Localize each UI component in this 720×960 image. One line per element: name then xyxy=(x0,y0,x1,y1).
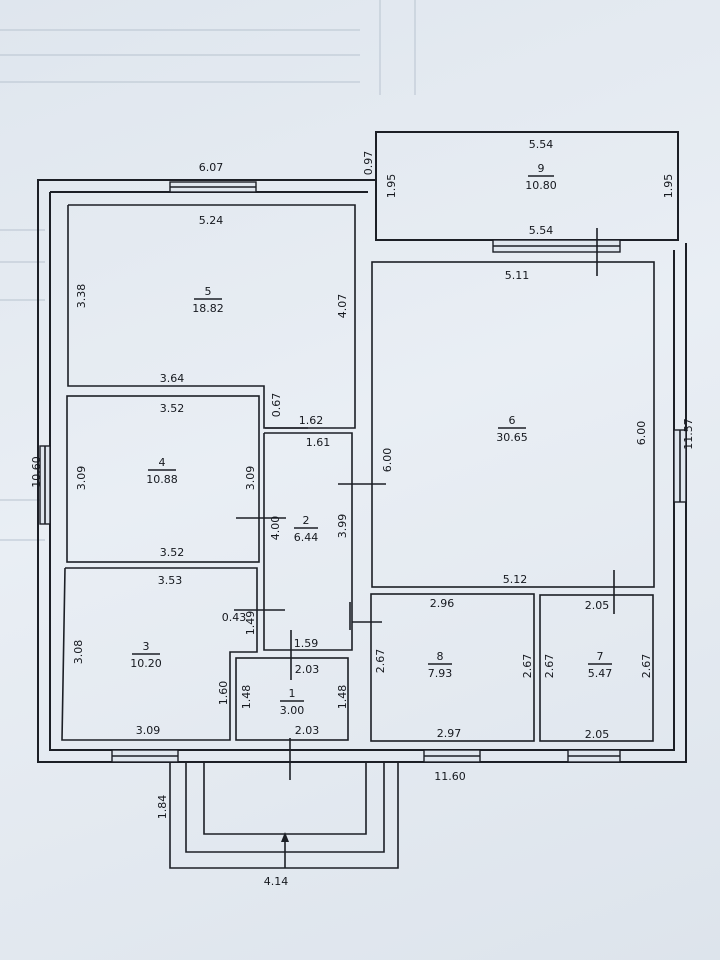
room-2-number: 2 xyxy=(303,514,310,527)
dim-outer-bottom: 11.60 xyxy=(434,770,466,783)
room-9-number: 9 xyxy=(538,162,545,175)
room-2-label: 2 6.44 xyxy=(294,514,319,544)
room-5-label: 5 18.82 xyxy=(192,285,224,315)
room-7-outline xyxy=(539,594,654,742)
dim-r8-bottom: 2.97 xyxy=(437,727,462,740)
room-8-outline xyxy=(370,593,535,742)
room-3-number: 3 xyxy=(143,640,150,653)
room-6-label: 6 30.65 xyxy=(496,414,528,444)
dim-r9-offset: 0.97 xyxy=(362,151,375,176)
dim-r1-top: 2.03 xyxy=(295,663,320,676)
dim-r4-left: 3.09 xyxy=(75,466,88,491)
windows xyxy=(39,181,687,763)
dim-r2-right: 3.99 xyxy=(336,514,349,539)
room-7-label: 7 5.47 xyxy=(588,650,613,680)
dim-r2-left: 4.00 xyxy=(269,516,282,541)
room-2-area: 6.44 xyxy=(294,531,319,544)
room-4-number: 4 xyxy=(159,456,166,469)
door-marks xyxy=(234,228,615,780)
dim-r3-notch: 0.43 xyxy=(222,611,247,624)
room-5-outline xyxy=(67,204,356,429)
dim-r1-bottom: 2.03 xyxy=(295,724,320,737)
dim-r6-right: 6.00 xyxy=(635,421,648,446)
dim-r8-top: 2.96 xyxy=(430,597,455,610)
dim-r9-bottom: 5.54 xyxy=(529,224,554,237)
room-8-number: 8 xyxy=(437,650,444,663)
dim-r8-right: 2.67 xyxy=(521,654,534,679)
dim-r4-right: 3.09 xyxy=(244,466,257,491)
dim-r2-top-outer: 1.62 xyxy=(299,414,324,427)
room-6-outline xyxy=(371,261,655,588)
dim-r7-left: 2.67 xyxy=(543,654,556,679)
dim-r2-top: 1.61 xyxy=(306,436,331,449)
room-5-number: 5 xyxy=(205,285,212,298)
room-2-outline xyxy=(263,432,353,651)
room-4-area: 10.88 xyxy=(146,473,178,486)
room-3-outline xyxy=(61,567,258,741)
room-6-number: 6 xyxy=(509,414,516,427)
dim-r7-right: 2.67 xyxy=(640,654,653,679)
dim-r9-top: 5.54 xyxy=(529,138,554,151)
room-1-number: 1 xyxy=(289,687,296,700)
dim-r5-left: 3.38 xyxy=(75,284,88,309)
room-7-area: 5.47 xyxy=(588,667,613,680)
dim-r1-right: 1.48 xyxy=(336,685,349,710)
dim-r8-left: 2.67 xyxy=(374,649,387,674)
dim-r1-left: 1.48 xyxy=(240,685,253,710)
dim-r2-lower-left: 1.49 xyxy=(244,611,257,636)
dim-r9-left: 1.95 xyxy=(385,174,398,199)
room-8-area: 7.93 xyxy=(428,667,453,680)
dim-r5-top: 5.24 xyxy=(199,214,224,227)
background-ghost-lines xyxy=(0,0,416,541)
room-3-area: 10.20 xyxy=(130,657,162,670)
dim-r3-bottom: 3.09 xyxy=(136,724,161,737)
room-3-label: 3 10.20 xyxy=(130,640,162,670)
dim-r7-bottom: 2.05 xyxy=(585,728,610,741)
dim-r2-bottom: 1.59 xyxy=(294,637,319,650)
dim-r3-left: 3.08 xyxy=(72,640,85,665)
room-5-area: 18.82 xyxy=(192,302,224,315)
room-1-outline xyxy=(235,657,349,741)
dim-r5-notch: 0.67 xyxy=(270,393,283,418)
dim-r6-left: 6.00 xyxy=(381,448,394,473)
room-4-outline xyxy=(66,395,260,563)
dim-r7-top: 2.05 xyxy=(585,599,610,612)
room-6-area: 30.65 xyxy=(496,431,528,444)
dim-outer-right: 11.57 xyxy=(682,418,695,450)
room-labels: 9 10.80 5 18.82 6 30.65 4 10.88 2 6.44 3… xyxy=(130,162,612,717)
dim-r5-bottom: 3.64 xyxy=(160,372,185,385)
dim-r9-right: 1.95 xyxy=(662,174,675,199)
dim-r3-right: 1.60 xyxy=(217,681,230,706)
room-1-label: 1 3.00 xyxy=(280,687,305,717)
room-1-area: 3.00 xyxy=(280,704,305,717)
room-9-area: 10.80 xyxy=(525,179,557,192)
dim-porch-depth: 1.84 xyxy=(156,795,169,820)
room-7-number: 7 xyxy=(597,650,604,663)
porch xyxy=(169,762,399,869)
room-8-label: 8 7.93 xyxy=(428,650,453,680)
dim-r3-top: 3.53 xyxy=(158,574,183,587)
room-9-label: 9 10.80 xyxy=(525,162,557,192)
dimension-labels: 6.07 5.54 5.54 5.24 3.64 3.52 3.52 3.53 … xyxy=(136,138,610,888)
dim-r6-top: 5.11 xyxy=(505,269,530,282)
room-4-label: 4 10.88 xyxy=(146,456,178,486)
dimension-labels-vertical: 0.97 1.95 1.95 3.38 4.07 0.67 10.60 3.09… xyxy=(30,151,695,820)
dim-r4-top: 3.52 xyxy=(160,402,185,415)
dim-r6-bottom: 5.12 xyxy=(503,573,528,586)
dim-outer-top: 6.07 xyxy=(199,161,224,174)
dim-outer-left: 10.60 xyxy=(30,456,43,488)
dim-porch-width: 4.14 xyxy=(264,875,289,888)
dim-r4-bottom: 3.52 xyxy=(160,546,185,559)
dim-r5-right: 4.07 xyxy=(336,294,349,319)
